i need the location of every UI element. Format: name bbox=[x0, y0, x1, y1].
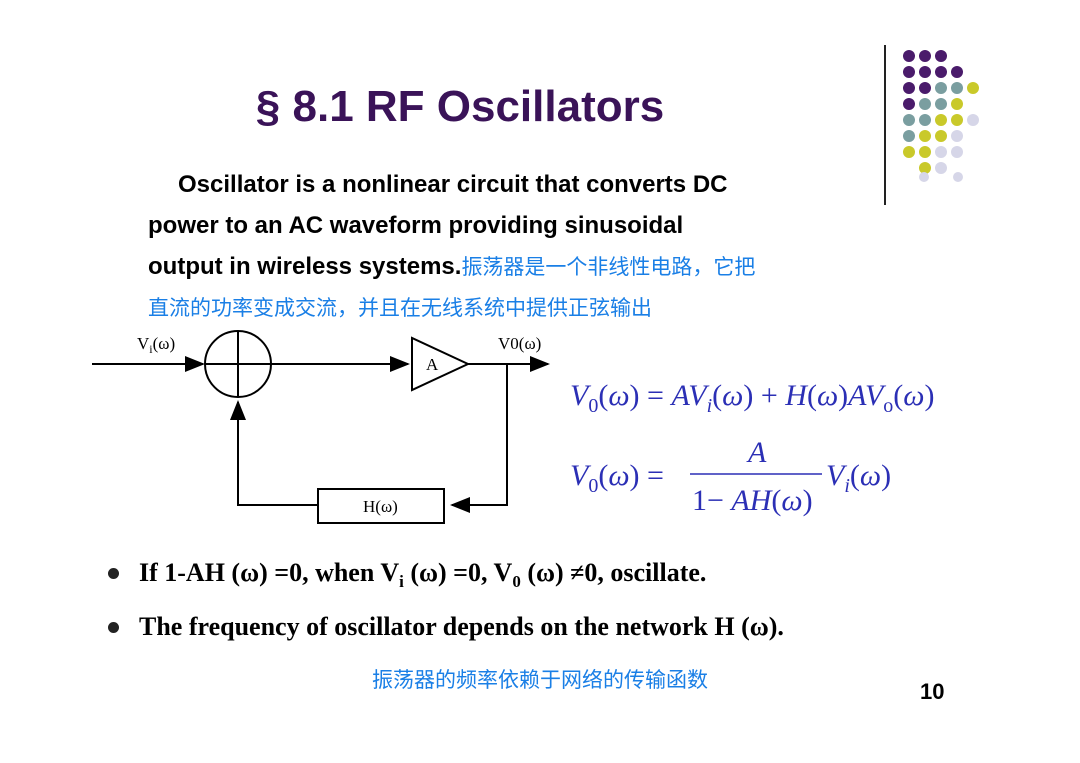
equation-2-denominator: 1− AH(ω) bbox=[692, 484, 813, 517]
bullet-1-text-a: If 1-AH (ω) =0, when V bbox=[139, 558, 400, 587]
dot bbox=[919, 98, 931, 110]
dot bbox=[935, 146, 947, 158]
output-label: V0(ω) bbox=[498, 334, 541, 353]
dot bbox=[903, 50, 915, 62]
bullet-1-sub-b: 0 bbox=[512, 572, 521, 592]
bullet-frequency-dependence: The frequency of oscillator depends on t… bbox=[108, 612, 784, 642]
bullet-icon bbox=[108, 567, 119, 579]
amplifier bbox=[411, 336, 471, 392]
dot bbox=[919, 162, 931, 174]
dot bbox=[935, 162, 947, 174]
page-number: 10 bbox=[920, 679, 945, 704]
intro-line-3: output in wireless systems.振荡器是一个非线性电路，它… bbox=[148, 246, 908, 288]
bullet-1-sub-a: i bbox=[399, 572, 404, 592]
dot bbox=[951, 66, 963, 78]
dot bbox=[951, 114, 963, 126]
feedback-block-diagram: Vi(ω) V0(ω) A H(ω) bbox=[92, 330, 550, 524]
dot bbox=[903, 66, 915, 78]
dot bbox=[919, 82, 931, 94]
dot bbox=[935, 114, 947, 126]
dot bbox=[953, 172, 963, 182]
intro-line-3-en: output in wireless systems. bbox=[148, 253, 462, 280]
intro-line-1: Oscillator is a nonlinear circuit that c… bbox=[178, 171, 728, 198]
intro-line-2: power to an AC waveform providing sinuso… bbox=[148, 212, 684, 239]
dot bbox=[903, 146, 915, 158]
dot bbox=[967, 114, 979, 126]
bullet-2-text: The frequency of oscillator depends on t… bbox=[139, 612, 784, 641]
amplifier-label: A bbox=[426, 355, 439, 374]
equation-1: V0(ω) = AVi(ω) + H(ω)AVo(ω) bbox=[570, 379, 934, 417]
dot bbox=[935, 50, 947, 62]
dot bbox=[919, 114, 931, 126]
bullet-1-text-c: (ω) ≠0, oscillate. bbox=[520, 558, 707, 587]
dot bbox=[935, 130, 947, 142]
oscillator-equations: V0(ω) = AVi(ω) + H(ω)AVo(ω) V0(ω) = A 1−… bbox=[570, 379, 934, 517]
equation-2-lhs: V0(ω) = bbox=[570, 459, 664, 497]
equation-2-rhs: Vi(ω) bbox=[826, 459, 891, 497]
dot bbox=[967, 82, 979, 94]
dot bbox=[903, 98, 915, 110]
bullet-icon bbox=[108, 621, 119, 633]
dot bbox=[903, 82, 915, 94]
bullet-oscillation-condition: If 1-AH (ω) =0, when Vi (ω) =0, V0 (ω) ≠… bbox=[108, 558, 706, 592]
dot bbox=[951, 82, 963, 94]
dot bbox=[919, 130, 931, 142]
decorative-divider bbox=[884, 45, 886, 205]
dot bbox=[935, 66, 947, 78]
input-label: Vi(ω) bbox=[137, 334, 175, 356]
dot bbox=[919, 146, 931, 158]
intro-line-3-cn: 振荡器是一个非线性电路，它把 bbox=[461, 255, 756, 279]
dot bbox=[951, 130, 963, 142]
footer-chinese-note: 振荡器的频率依赖于网络的传输函数 bbox=[372, 668, 708, 692]
feedback-label: H(ω) bbox=[363, 497, 398, 516]
dot bbox=[951, 98, 963, 110]
dot bbox=[935, 98, 947, 110]
bullet-1-text-b: (ω) =0, V bbox=[403, 558, 513, 587]
equation-2-numerator: A bbox=[746, 436, 767, 469]
dot bbox=[951, 146, 963, 158]
intro-paragraph: Oscillator is a nonlinear circuit that c… bbox=[148, 164, 908, 329]
feedback-network-block bbox=[317, 488, 445, 524]
dot bbox=[919, 50, 931, 62]
intro-line-4-cn: 直流的功率变成交流，并且在无线系统中提供正弦输出 bbox=[148, 296, 652, 320]
slide-title: § 8.1 RF Oscillators bbox=[255, 82, 665, 131]
dot bbox=[903, 114, 915, 126]
dot bbox=[919, 66, 931, 78]
dot bbox=[935, 82, 947, 94]
dot bbox=[919, 172, 929, 182]
dot bbox=[903, 130, 915, 142]
